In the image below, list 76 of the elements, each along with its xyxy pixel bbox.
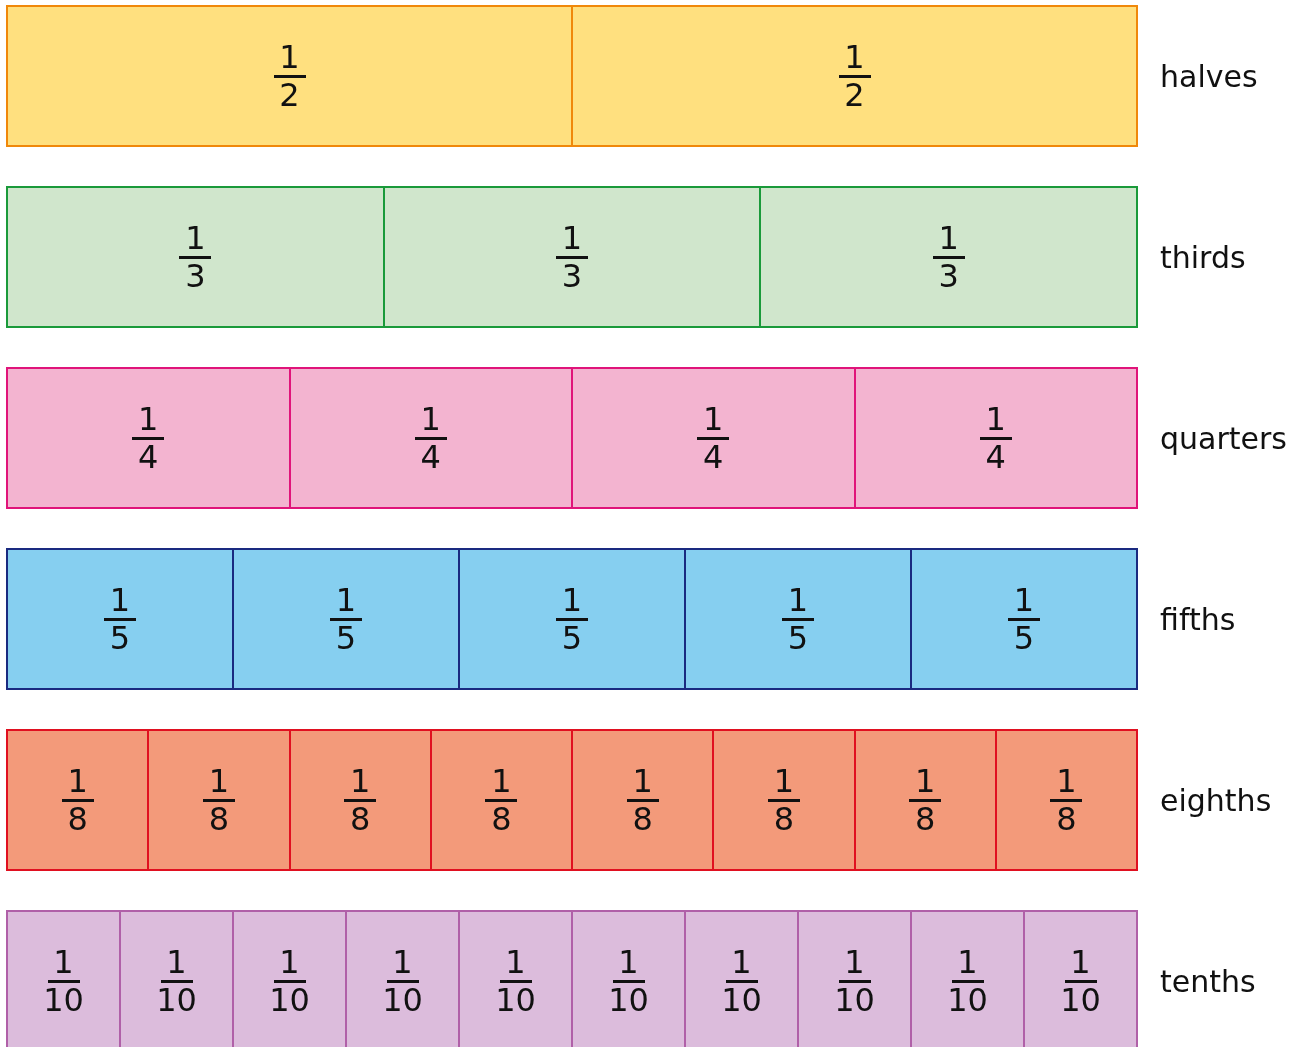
numerator: 1 xyxy=(485,764,518,802)
denominator: 3 xyxy=(938,258,959,293)
fraction-bar xyxy=(6,5,1138,147)
fraction-bar xyxy=(6,548,1138,690)
denominator: 10 xyxy=(495,982,536,1017)
row-label: fifths xyxy=(1160,601,1236,637)
denominator: 5 xyxy=(1013,620,1035,655)
numerator: 1 xyxy=(556,221,588,259)
denominator: 8 xyxy=(632,801,653,836)
denominator: 5 xyxy=(561,620,583,655)
denominator: 8 xyxy=(67,801,88,836)
numerator: 1 xyxy=(386,945,419,983)
numerator: 1 xyxy=(612,945,645,983)
denominator: 8 xyxy=(349,801,371,836)
numerator: 1 xyxy=(104,583,136,621)
denominator: 8 xyxy=(491,801,512,836)
denominator: 2 xyxy=(279,77,300,112)
denominator: 5 xyxy=(787,620,809,655)
numerator: 1 xyxy=(932,221,965,259)
numerator: 1 xyxy=(202,764,235,802)
denominator: 10 xyxy=(608,982,649,1017)
denominator: 4 xyxy=(138,439,159,474)
row-label: quarters xyxy=(1160,420,1287,456)
numerator: 1 xyxy=(979,402,1012,440)
row-label: thirds xyxy=(1160,239,1246,275)
numerator: 1 xyxy=(909,764,942,802)
numerator: 1 xyxy=(626,764,659,802)
numerator: 1 xyxy=(556,583,588,621)
fraction-bar xyxy=(6,367,1138,509)
denominator: 10 xyxy=(721,982,762,1017)
numerator: 1 xyxy=(273,945,306,983)
denominator: 5 xyxy=(335,620,357,655)
numerator: 1 xyxy=(273,40,306,78)
row-label: tenths xyxy=(1160,963,1256,999)
numerator: 1 xyxy=(179,221,212,259)
fraction-bar xyxy=(6,729,1138,871)
denominator: 3 xyxy=(185,258,206,293)
numerator: 1 xyxy=(1008,583,1040,621)
denominator: 8 xyxy=(914,801,936,836)
numerator: 1 xyxy=(47,945,80,983)
fraction-bar xyxy=(6,186,1138,328)
denominator: 8 xyxy=(1056,801,1077,836)
numerator: 1 xyxy=(1050,764,1083,802)
denominator: 5 xyxy=(109,620,131,655)
numerator: 1 xyxy=(160,945,193,983)
numerator: 1 xyxy=(61,764,94,802)
denominator: 4 xyxy=(420,439,441,474)
numerator: 1 xyxy=(767,764,800,802)
denominator: 4 xyxy=(985,439,1006,474)
denominator: 10 xyxy=(269,982,310,1017)
denominator: 3 xyxy=(561,258,583,293)
numerator: 1 xyxy=(782,583,814,621)
denominator: 10 xyxy=(1060,982,1101,1017)
numerator: 1 xyxy=(132,402,165,440)
numerator: 1 xyxy=(1064,945,1097,983)
fraction-bar xyxy=(6,910,1138,1047)
denominator: 10 xyxy=(834,982,875,1017)
denominator: 2 xyxy=(844,77,865,112)
numerator: 1 xyxy=(697,402,730,440)
numerator: 1 xyxy=(838,40,871,78)
row-label: halves xyxy=(1160,58,1258,94)
row-label: eighths xyxy=(1160,782,1272,818)
numerator: 1 xyxy=(838,945,871,983)
denominator: 10 xyxy=(382,982,423,1017)
numerator: 1 xyxy=(344,764,377,802)
denominator: 4 xyxy=(703,439,724,474)
numerator: 1 xyxy=(725,945,758,983)
denominator: 8 xyxy=(773,801,795,836)
numerator: 1 xyxy=(951,945,984,983)
denominator: 10 xyxy=(156,982,197,1017)
numerator: 1 xyxy=(414,402,447,440)
denominator: 10 xyxy=(947,982,988,1017)
denominator: 8 xyxy=(208,801,230,836)
numerator: 1 xyxy=(330,583,362,621)
denominator: 10 xyxy=(43,982,84,1017)
numerator: 1 xyxy=(499,945,532,983)
